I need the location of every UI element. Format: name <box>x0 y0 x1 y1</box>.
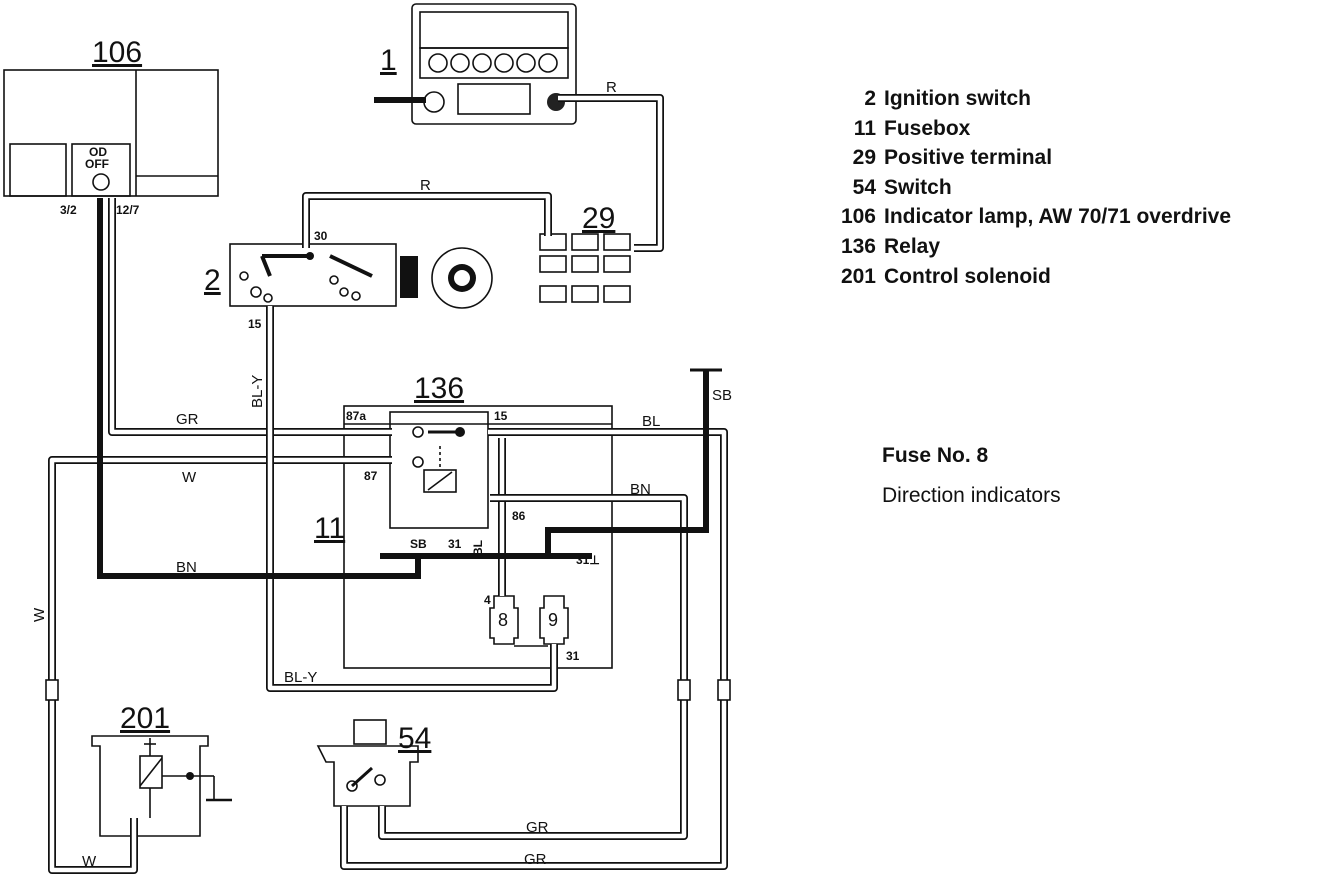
pin-87a: 87a <box>346 409 366 423</box>
fuse-title: Fuse No. 8 <box>882 444 989 467</box>
connector-sleeve <box>717 679 731 701</box>
wire-label-sb-right: SB <box>712 387 732 404</box>
wire-label-bn-mid: BN <box>176 559 197 576</box>
wire-sb-ground-bus <box>380 368 722 559</box>
od-label: OD <box>89 145 107 159</box>
positive-terminal-29: 29 <box>539 202 631 303</box>
wire-label-gr-bottom-2: GR <box>524 851 547 868</box>
pin-87: 87 <box>364 469 378 483</box>
ignition-switch-2: 30 15 2 <box>204 229 493 331</box>
wire-label-r-mid: R <box>420 177 431 194</box>
instrument-cluster-1: 1 <box>374 3 577 125</box>
component-54-label: 54 <box>398 722 431 755</box>
pin-12-7: 12/7 <box>116 203 140 217</box>
wire-label-gr-bottom-1: GR <box>526 819 549 836</box>
wire-label-r-top: R <box>606 79 617 96</box>
pin-15-relay: 15 <box>494 409 508 423</box>
wire-bl-y-ignition-to-fuse9 <box>266 306 558 692</box>
wire-bn-106-to-ground <box>97 198 421 579</box>
pin-sb: SB <box>410 537 427 551</box>
relay-136: 136 <box>389 372 489 529</box>
fusebox-11: 11 87a 15 87 86 SB 31 BL 31⊥ 4 31 8 9 <box>314 405 613 669</box>
switch-54: 54 <box>316 719 431 807</box>
wire-label-w-mid: W <box>182 469 197 486</box>
pin-4: 4 <box>484 593 491 607</box>
component-136-label: 136 <box>414 372 464 405</box>
fuse-8-label: 8 <box>498 610 508 630</box>
wire-bl-relay-to-54 <box>340 428 728 870</box>
wire-label-w-left: W <box>31 607 48 622</box>
wire-r-cluster-to-29 <box>558 94 664 252</box>
component-29-label: 29 <box>582 202 615 235</box>
connector-sleeve <box>677 679 691 701</box>
wire-label-bl-y-bottom: BL-Y <box>284 669 317 686</box>
wire-w-relay-to-201 <box>48 456 392 874</box>
indicator-lamp-106: OD OFF 3/2 12/7 106 <box>3 36 219 217</box>
pin-30: 30 <box>314 229 328 243</box>
control-solenoid-201: 201 <box>91 702 232 837</box>
component-1-label: 1 <box>380 44 397 77</box>
wire-label-bl-right: BL <box>642 413 660 430</box>
pin-3-2: 3/2 <box>60 203 77 217</box>
fuse-description: Direction indicators <box>882 484 1061 507</box>
pin-15-ignition: 15 <box>248 317 262 331</box>
wire-label-w-bottom: W <box>82 853 97 870</box>
connector-sleeve <box>45 679 59 701</box>
wire-label-bn-right: BN <box>630 481 651 498</box>
fuse-info: Fuse No. 8 Direction indicators <box>882 442 1061 510</box>
off-label: OFF <box>85 157 109 171</box>
wire-r-29-to-ignition <box>302 192 552 248</box>
component-11-label: 11 <box>314 512 345 545</box>
component-2-label: 2 <box>204 264 221 297</box>
pin-31: 31 <box>448 537 462 551</box>
pin-86: 86 <box>512 509 526 523</box>
wire-label-gr-top: GR <box>176 411 199 428</box>
wire-label-bl-y-vertical: BL-Y <box>249 375 266 408</box>
fuse-9-label: 9 <box>548 610 558 630</box>
wire-gr-106-to-relay <box>108 198 392 436</box>
component-106-label: 106 <box>92 36 142 69</box>
wire-bn-relay-to-54 <box>378 494 688 840</box>
pin-bl: BL <box>471 540 485 556</box>
pin-31-fuse: 31 <box>566 649 580 663</box>
component-201-label: 201 <box>120 702 170 735</box>
